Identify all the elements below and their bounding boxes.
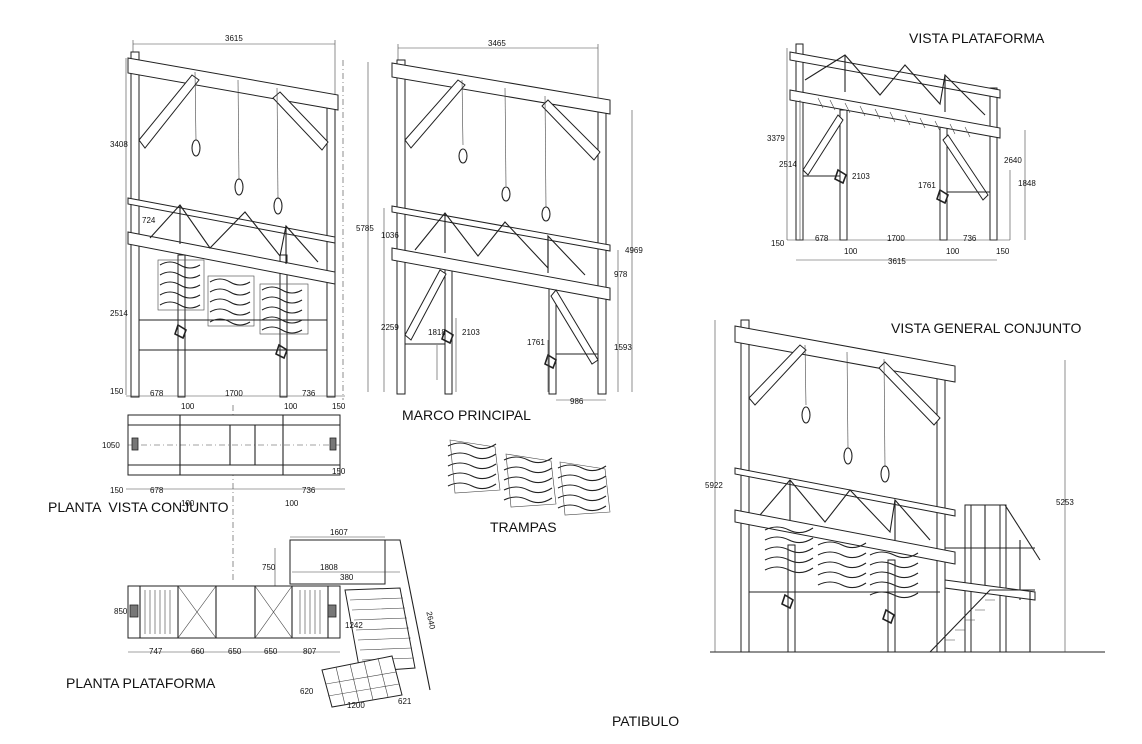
title-patibulo: PATIBULO bbox=[612, 713, 679, 729]
dim-plan-1050: 1050 bbox=[102, 441, 120, 450]
dim-pp-650a: 650 bbox=[228, 647, 242, 656]
title-vista-general-conjunto: VISTA GENERAL CONJUNTO bbox=[891, 320, 1081, 336]
dim-marco-2259: 2259 bbox=[381, 323, 399, 332]
front-trap-doors bbox=[157, 259, 309, 335]
dim-pp-1808: 1808 bbox=[320, 563, 338, 572]
trampas-drawing bbox=[447, 439, 611, 516]
dim-plan-b150: 150 bbox=[110, 486, 124, 495]
dim-vp-b100: 100 bbox=[844, 247, 858, 256]
dim-marco-1593: 1593 bbox=[614, 343, 632, 352]
dim-pp-1242: 1242 bbox=[345, 621, 363, 630]
dim-pp-2640: 2640 bbox=[424, 611, 437, 631]
dim-pp-750: 750 bbox=[262, 563, 276, 572]
front-view-drawing: 3615 bbox=[110, 34, 346, 580]
dim-front-b1700: 1700 bbox=[225, 389, 243, 398]
dim-front-b100a: 100 bbox=[181, 402, 195, 411]
dim-pp-1607: 1607 bbox=[330, 528, 348, 537]
dim-vp-2103: 2103 bbox=[852, 172, 870, 181]
dim-pp-1200: 1200 bbox=[347, 701, 365, 710]
dim-pp-650b: 650 bbox=[264, 647, 278, 656]
dim-vp-1848: 1848 bbox=[1018, 179, 1036, 188]
dim-front-b678: 678 bbox=[150, 389, 164, 398]
dim-vp-2514: 2514 bbox=[779, 160, 797, 169]
planta-plataforma-drawing: 1607 750 1808 380 850 1242 2640 620 1200… bbox=[114, 528, 437, 710]
dim-marco-4969: 4969 bbox=[625, 246, 643, 255]
dim-pp-660: 660 bbox=[191, 647, 205, 656]
dim-plan-b736: 736 bbox=[302, 486, 316, 495]
marco-principal-drawing: 3465 5785 1036 2259 1818 2103 bbox=[356, 39, 643, 406]
dim-pp-807: 807 bbox=[303, 647, 317, 656]
dim-vp-2640: 2640 bbox=[1004, 156, 1022, 165]
dim-vp-b150: 150 bbox=[771, 239, 785, 248]
dim-vp-b1700: 1700 bbox=[887, 234, 905, 243]
dim-vp-b736: 736 bbox=[963, 234, 977, 243]
dim-plan-b100: 100 bbox=[181, 499, 195, 508]
dim-marco-1818: 1818 bbox=[428, 328, 446, 337]
dim-plan-r150: 150 bbox=[332, 467, 346, 476]
dim-marco-978: 978 bbox=[614, 270, 628, 279]
dim-front-2514: 2514 bbox=[110, 309, 128, 318]
dim-marco-2103: 2103 bbox=[462, 328, 480, 337]
dim-marco-1761: 1761 bbox=[527, 338, 545, 347]
dim-front-b150b: 150 bbox=[332, 402, 346, 411]
dim-plan-b100b: 100 bbox=[285, 499, 299, 508]
dim-marco-3465: 3465 bbox=[488, 39, 506, 48]
dim-pp-621: 621 bbox=[398, 697, 412, 706]
vista-plataforma-drawing: 3379 2514 2103 1761 2640 1848 150 678 17… bbox=[767, 43, 1036, 266]
dim-vp-3615: 3615 bbox=[888, 257, 906, 266]
dim-pp-747: 747 bbox=[149, 647, 163, 656]
dim-pp-620: 620 bbox=[300, 687, 314, 696]
dim-marco-5785: 5785 bbox=[356, 224, 374, 233]
title-planta-vista-conjunto: PLANTA VISTA CONJUNTO bbox=[48, 499, 229, 515]
dim-pp-380: 380 bbox=[340, 573, 354, 582]
title-planta-plataforma: PLANTA PLATAFORMA bbox=[66, 675, 216, 691]
dim-vp-1761: 1761 bbox=[918, 181, 936, 190]
title-vista-plataforma: VISTA PLATAFORMA bbox=[909, 30, 1045, 46]
dim-vp-3379: 3379 bbox=[767, 134, 785, 143]
dim-vg-5253: 5253 bbox=[1056, 498, 1074, 507]
title-trampas: TRAMPAS bbox=[490, 519, 557, 535]
dim-pp-850: 850 bbox=[114, 607, 128, 616]
dim-front-724: 724 bbox=[142, 216, 156, 225]
dim-plan-b678: 678 bbox=[150, 486, 164, 495]
dim-front-b100b: 100 bbox=[284, 402, 298, 411]
dim-marco-1036: 1036 bbox=[381, 231, 399, 240]
dim-front-3408: 3408 bbox=[110, 140, 128, 149]
dim-front-b736: 736 bbox=[302, 389, 316, 398]
dim-vp-b150b: 150 bbox=[996, 247, 1010, 256]
dim-vg-5922: 5922 bbox=[705, 481, 723, 490]
dim-vp-b678: 678 bbox=[815, 234, 829, 243]
dim-vp-b100b: 100 bbox=[946, 247, 960, 256]
title-marco-principal: MARCO PRINCIPAL bbox=[402, 407, 531, 423]
plan-view-drawing: 1050 150 150 678 100 736 100 bbox=[102, 414, 346, 508]
dim-front-b150: 150 bbox=[110, 387, 124, 396]
dim-marco-986: 986 bbox=[570, 397, 584, 406]
vista-general-drawing: 5922 5253 bbox=[705, 319, 1105, 653]
dim-front-top: 3615 bbox=[225, 34, 243, 43]
